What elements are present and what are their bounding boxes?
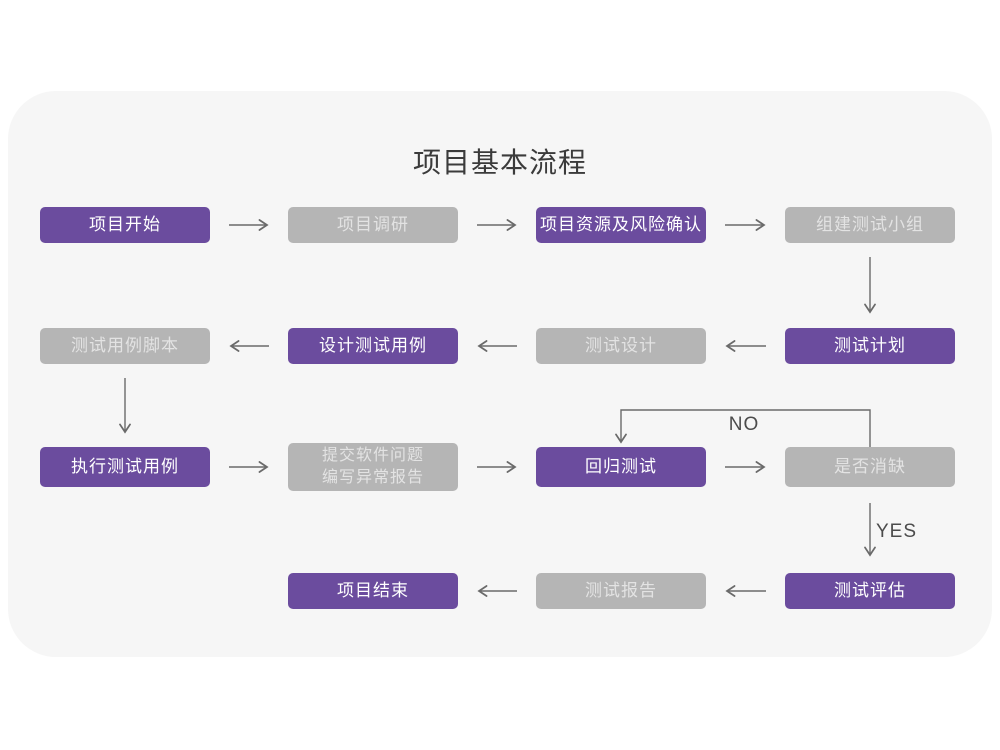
node-project-research: 项目调研 — [288, 207, 458, 243]
diagram-title: 项目基本流程 — [412, 147, 587, 178]
edge-label-yes: YES — [876, 521, 918, 542]
flowchart-card-background — [8, 91, 992, 657]
node-resources-risk-confirm: 项目资源及风险确认 — [536, 207, 706, 243]
node-defect-cleared-decision: 是否消缺 — [785, 447, 955, 487]
node-submit-issues-write-report: 提交软件问题 编写异常报告 — [288, 443, 458, 491]
node-project-start: 项目开始 — [40, 207, 210, 243]
node-test-evaluation: 测试评估 — [785, 573, 955, 609]
node-regression-test: 回归测试 — [536, 447, 706, 487]
node-design-test-cases: 设计测试用例 — [288, 328, 458, 364]
node-project-end: 项目结束 — [288, 573, 458, 609]
edge-label-no: NO — [728, 414, 760, 435]
node-test-design: 测试设计 — [536, 328, 706, 364]
node-test-case-script: 测试用例脚本 — [40, 328, 210, 364]
node-test-plan: 测试计划 — [785, 328, 955, 364]
node-execute-test-cases: 执行测试用例 — [40, 447, 210, 487]
node-test-report: 测试报告 — [536, 573, 706, 609]
node-build-test-team: 组建测试小组 — [785, 207, 955, 243]
